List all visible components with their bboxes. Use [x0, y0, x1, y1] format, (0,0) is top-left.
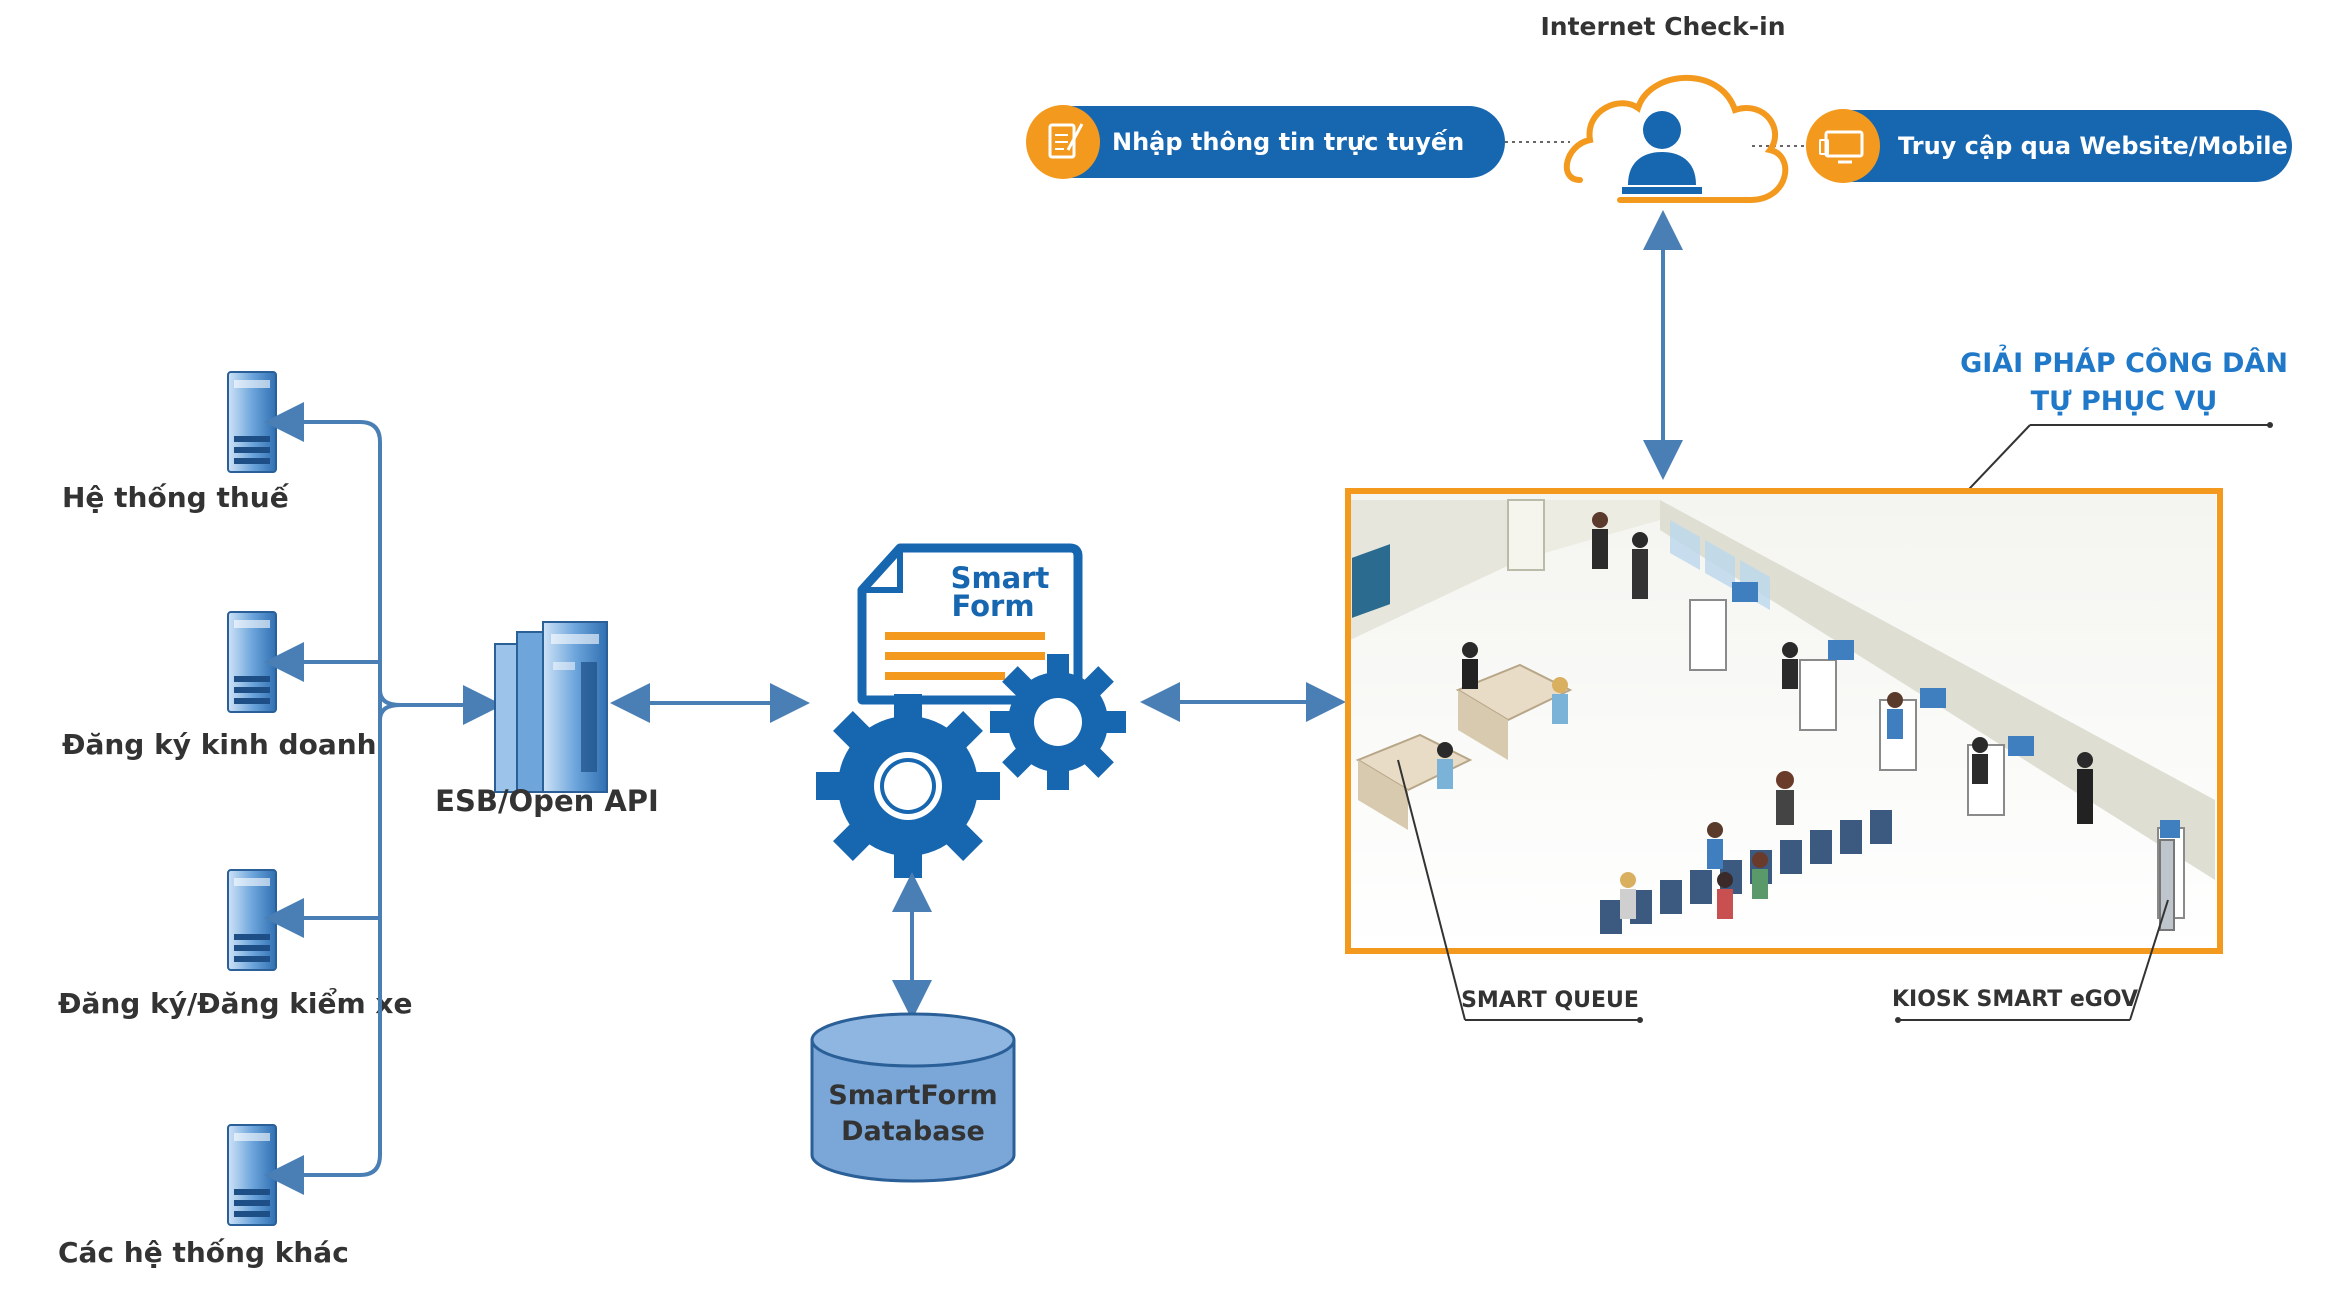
form-edit-icon — [1048, 123, 1084, 159]
kiosk-callout-line — [1895, 899, 2169, 1023]
smartform-line2: Form — [951, 589, 1034, 623]
system-label-tax: Hệ thống thuế — [62, 481, 290, 514]
internet-checkin-title: Internet Check-in — [1540, 12, 1785, 41]
database-line1: SmartForm — [828, 1080, 997, 1111]
self-service-line2: TỰ PHỤC VỤ — [2031, 386, 2218, 417]
server-icon — [227, 371, 277, 473]
system-bus-connectors — [270, 420, 503, 1177]
service-hall-illustration — [1346, 490, 2216, 952]
smartform-gears-icon — [816, 543, 1126, 878]
server-icon-group — [227, 371, 277, 1226]
people-figures — [1437, 512, 2093, 919]
system-arrowheads — [264, 402, 304, 1195]
server-icon — [227, 1124, 277, 1226]
database-icon — [810, 1012, 1016, 1183]
smart-queue-callout-line — [1397, 759, 1643, 1023]
system-label-others: Các hệ thống khác — [58, 1236, 349, 1269]
service-hall-frame — [1345, 488, 2223, 954]
database-line2: Database — [841, 1116, 985, 1147]
monitor-icon — [1819, 130, 1864, 164]
kiosk-label: KIOSK SMART eGOV — [1892, 987, 2138, 1012]
server-icon — [227, 611, 277, 713]
online-input-pill: Nhập thông tin trực tuyến — [1026, 105, 1505, 179]
system-label-business: Đăng ký kinh doanh — [62, 728, 377, 761]
system-label-vehicle: Đăng ký/Đăng kiểm xe — [58, 986, 412, 1020]
web-mobile-label: Truy cập qua Website/Mobile App — [1898, 132, 2340, 160]
self-service-line1: GIẢI PHÁP CÔNG DÂN — [1960, 344, 2288, 379]
esb-label: ESB/Open API — [435, 784, 659, 818]
smartform-line1: Smart — [951, 561, 1050, 595]
web-mobile-pill: Truy cập qua Website/Mobile App — [1806, 109, 2340, 183]
smart-queue-label: SMART QUEUE — [1461, 988, 1639, 1013]
server-icon — [227, 869, 277, 971]
online-input-label: Nhập thông tin trực tuyến — [1112, 128, 1464, 156]
server-cluster-icon — [494, 621, 608, 793]
cloud-user-icon — [1563, 74, 1789, 203]
